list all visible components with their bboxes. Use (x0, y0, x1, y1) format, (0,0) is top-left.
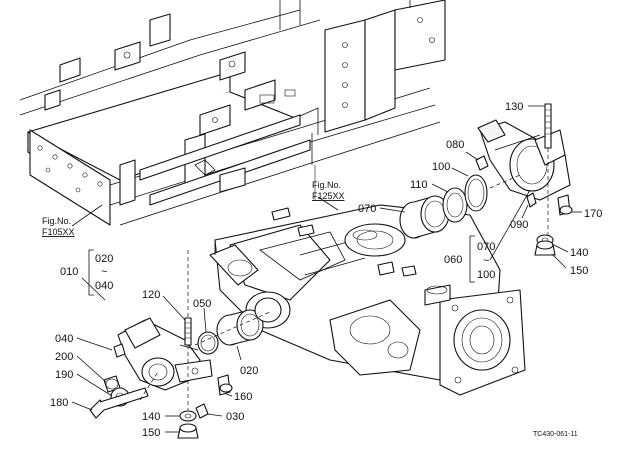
frame-assembly (19, 0, 446, 226)
callout-010: 010 (60, 266, 78, 278)
callout-080: 080 (446, 139, 464, 151)
callout-100: 100 (432, 161, 450, 173)
callout-050: 050 (193, 298, 211, 310)
bushing-set-rear (399, 174, 488, 239)
callout-130: 130 (505, 101, 523, 113)
rear-bracket (477, 119, 571, 201)
callout-150-left: 150 (142, 427, 160, 439)
callout-010-to: 040 (95, 280, 113, 292)
callout-110: 110 (410, 179, 428, 191)
fig-ref-upper-line2: F105XX (42, 227, 75, 237)
callout-040: 040 (55, 333, 73, 345)
callout-060-from: 070 (477, 241, 495, 253)
fig-ref-center-line2: F125XX (312, 191, 345, 201)
callout-140-left: 140 (142, 411, 160, 423)
front-bracket (117, 317, 213, 391)
assembly-lines (139, 148, 549, 410)
right-bracket-mark (469, 235, 475, 283)
fig-ref-upper-line1: Fig.No. (42, 216, 71, 226)
callout-060-tilde: ~ (483, 255, 489, 267)
callout-140-right: 140 (570, 247, 588, 259)
callout-190: 190 (55, 369, 73, 381)
callout-060: 060 (444, 254, 462, 266)
callout-200: 200 (55, 351, 73, 363)
callout-150-right: 150 (570, 265, 588, 277)
callout-070: 070 (358, 203, 376, 215)
callout-020: 020 (240, 365, 258, 377)
left-bracket-mark (88, 249, 94, 296)
callout-010-from: 020 (95, 253, 113, 265)
callout-060-to: 100 (477, 269, 495, 281)
callout-170: 170 (584, 208, 602, 220)
callout-180: 180 (50, 397, 68, 409)
callout-010-tilde: ~ (101, 266, 107, 278)
callout-030: 030 (226, 411, 244, 423)
callout-120: 120 (142, 289, 160, 301)
callout-160: 160 (234, 391, 252, 403)
leader-lines (71, 105, 582, 433)
drawing-code: TC430-061-11 (533, 431, 578, 438)
callout-090: 090 (510, 219, 528, 231)
fig-ref-center-line1: Fig.No. (312, 180, 341, 190)
